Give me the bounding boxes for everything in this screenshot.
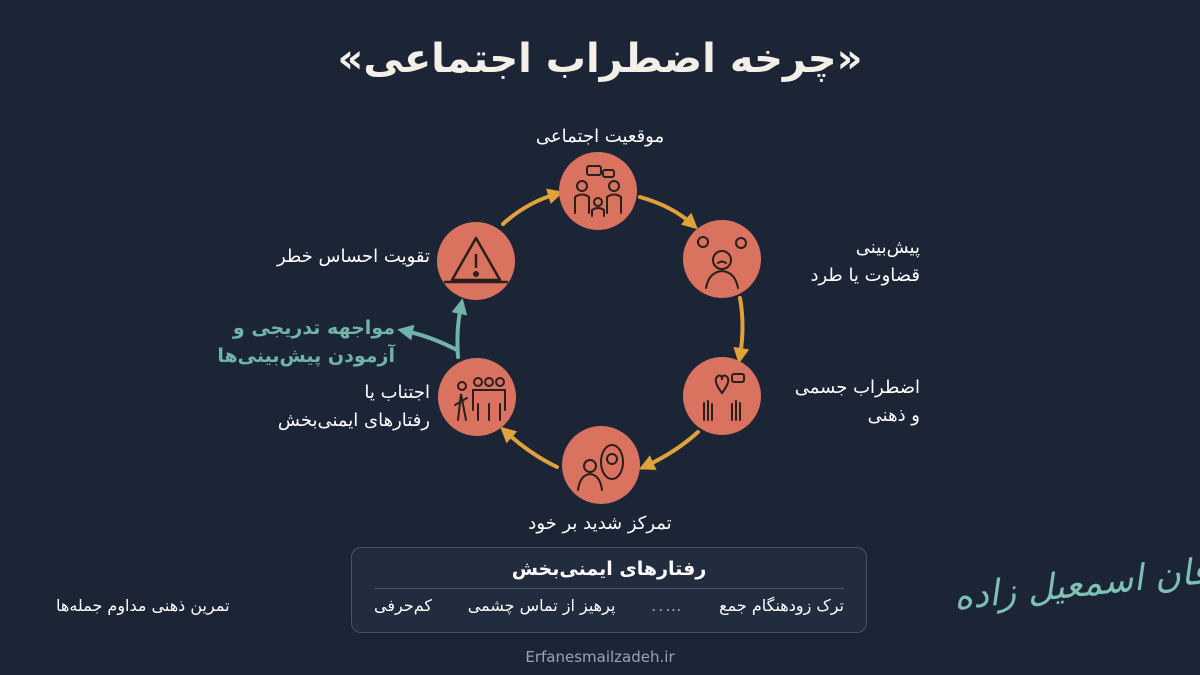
arrow-avoidance-to-threat: [451, 298, 468, 359]
node-threat: [437, 222, 515, 300]
arrow-threat-to-situation: [501, 188, 564, 226]
label-anxiety: اضطراب جسمی و ذهنی: [780, 374, 920, 430]
node-avoidance: [438, 358, 516, 436]
arrow-selffocus-to-avoidance: [500, 426, 559, 469]
arrow-exposure-branch: [397, 324, 459, 352]
label-self-focus-line1: تمرکز شدید بر خود: [528, 513, 672, 534]
safety-box-title: رفتارهای ایمنی‌بخش: [511, 558, 707, 580]
label-threat: تقویت احساس خطر: [240, 243, 430, 271]
safety-item-ellipsis: …..: [651, 596, 684, 615]
label-situation: موقعیت اجتماعی: [520, 123, 680, 151]
safety-item: پرهیز از تماس چشمی: [467, 596, 616, 615]
node-self-focus: [562, 426, 640, 504]
label-exposure-line1: مواجهه تدریجی و: [232, 317, 395, 339]
safety-behaviors-box: رفتارهای ایمنی‌بخش کم‌حرفی پرهیز از تماس…: [351, 547, 867, 633]
page-title: «چرخه اضطراب اجتماعی»: [337, 36, 863, 82]
arrow-prediction-to-anxiety: [733, 296, 750, 364]
label-threat-line1: تقویت احساس خطر: [276, 246, 430, 267]
label-situation-line1: موقعیت اجتماعی: [535, 126, 665, 147]
label-self-focus: تمرکز شدید بر خود: [500, 510, 700, 538]
arrow-anxiety-to-selffocus: [638, 430, 700, 470]
website-url: Erfanesmailzadeh.ir: [525, 648, 675, 666]
node-anxiety: [683, 357, 761, 435]
label-exposure-line2: آزمودن پیش‌بینی‌ها: [217, 345, 395, 367]
label-prediction-line2: قضاوت یا طرد: [810, 265, 920, 286]
label-prediction-line1: پیش‌بینی: [855, 237, 920, 258]
node-situation: [559, 152, 637, 230]
label-avoidance: اجتناب یا رفتارهای ایمنی‌بخش: [240, 379, 430, 435]
people-talking-icon: [574, 165, 622, 217]
safety-item: کم‌حرفی: [374, 596, 432, 615]
worried-person-icon: [697, 236, 747, 289]
exercise-note: تمرین ذهنی مداوم جمله‌ها: [56, 596, 230, 615]
label-anxiety-line1: اضطراب جسمی: [794, 377, 920, 398]
safety-box-items: کم‌حرفی پرهیز از تماس چشمی ….. ترک زودهن…: [374, 596, 844, 615]
label-prediction: پیش‌بینی قضاوت یا طرد: [780, 234, 920, 290]
label-anxiety-line2: و ذهنی: [867, 405, 920, 426]
node-prediction: [683, 220, 761, 298]
arrow-situation-to-prediction: [638, 195, 698, 230]
label-avoidance-line2: رفتارهای ایمنی‌بخش: [277, 410, 430, 431]
mirror-person-icon: [577, 444, 624, 491]
safety-item: ترک زودهنگام جمع: [719, 596, 844, 615]
safety-box-divider: [374, 588, 844, 589]
warning-triangle-icon: [444, 236, 508, 284]
label-exposure: مواجهه تدریجی و آزمودن پیش‌بینی‌ها: [200, 314, 395, 370]
label-avoidance-line1: اجتناب یا: [364, 382, 430, 403]
person-leaving-crowd-icon: [454, 377, 506, 421]
heart-hands-icon: [703, 373, 745, 421]
